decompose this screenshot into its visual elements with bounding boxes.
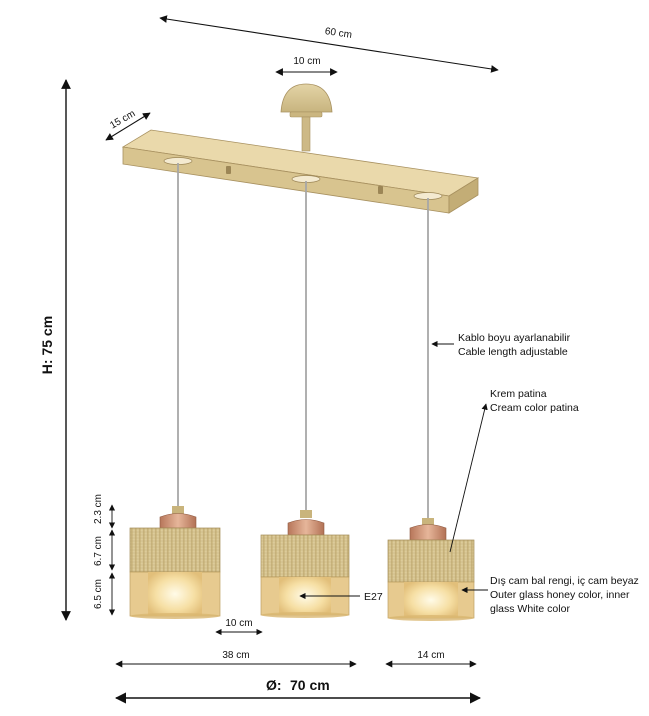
glass-note-tr: Dış cam bal rengi, iç cam beyaz xyxy=(490,575,639,587)
patina-note: Krem patina Cream color patina xyxy=(449,388,579,553)
bar-depth-arrow xyxy=(105,112,151,141)
overall-diameter-dimension: Ø: 70 cm xyxy=(114,677,482,704)
bar-depth-label: 15 cm xyxy=(108,108,137,131)
height-label: H: 75 cm xyxy=(39,316,55,374)
two-shade-span-dimension: 38 cm xyxy=(115,650,357,668)
glass-note-en-1: Outer glass honey color, inner xyxy=(490,589,630,601)
glass-note-en-2: glass White color xyxy=(490,603,570,615)
band-height-label: 6.7 cm xyxy=(93,536,104,566)
shade-diameter-label: 14 cm xyxy=(417,650,444,661)
shade-right xyxy=(387,518,475,621)
bulb-type-label: E27 xyxy=(364,591,383,603)
canopy-width-label: 10 cm xyxy=(293,56,320,67)
cap-height-label: 2.3 cm xyxy=(93,494,104,524)
overall-width-label: 60 cm xyxy=(324,26,353,41)
cable-note-tr: Kablo boyu ayarlanabilir xyxy=(458,332,571,344)
mounting-bar xyxy=(121,129,480,214)
patina-note-tr: Krem patina xyxy=(490,388,547,400)
bulb-note: E27 xyxy=(299,591,383,603)
patina-note-arrow xyxy=(449,403,488,553)
ceiling-canopy xyxy=(280,83,333,152)
two-shade-span-label: 38 cm xyxy=(222,650,249,661)
overall-diameter-symbol: Ø: xyxy=(266,677,282,693)
shade-left xyxy=(129,506,221,619)
height-dimension: H: 75 cm xyxy=(39,79,71,621)
cable-adjustable-note: Kablo boyu ayarlanabilir Cable length ad… xyxy=(431,332,571,358)
shade-diameter-dimension: 14 cm xyxy=(385,650,477,668)
glass-note: Dış cam bal rengi, iç cam beyaz Outer gl… xyxy=(461,575,639,615)
canopy-width-dimension: 10 cm xyxy=(275,56,338,76)
canopy-stem xyxy=(301,116,311,152)
cable-note-en: Cable length adjustable xyxy=(458,346,568,358)
shade-middle xyxy=(260,510,350,618)
overall-diameter-label: 70 cm xyxy=(290,677,330,693)
patina-note-en: Cream color patina xyxy=(490,402,579,414)
inner-glass-width-label: 10 cm xyxy=(225,618,252,629)
glass-height-label: 6.5 cm xyxy=(93,579,104,609)
cables xyxy=(177,163,429,520)
shade-height-dimensions: 2.3 cm 6.7 cm 6.5 cm xyxy=(93,494,116,616)
inner-glass-width-dimension: 10 cm xyxy=(215,618,263,636)
overall-width-arrow xyxy=(159,15,499,73)
overall-width-dimension: 60 cm xyxy=(159,15,499,73)
